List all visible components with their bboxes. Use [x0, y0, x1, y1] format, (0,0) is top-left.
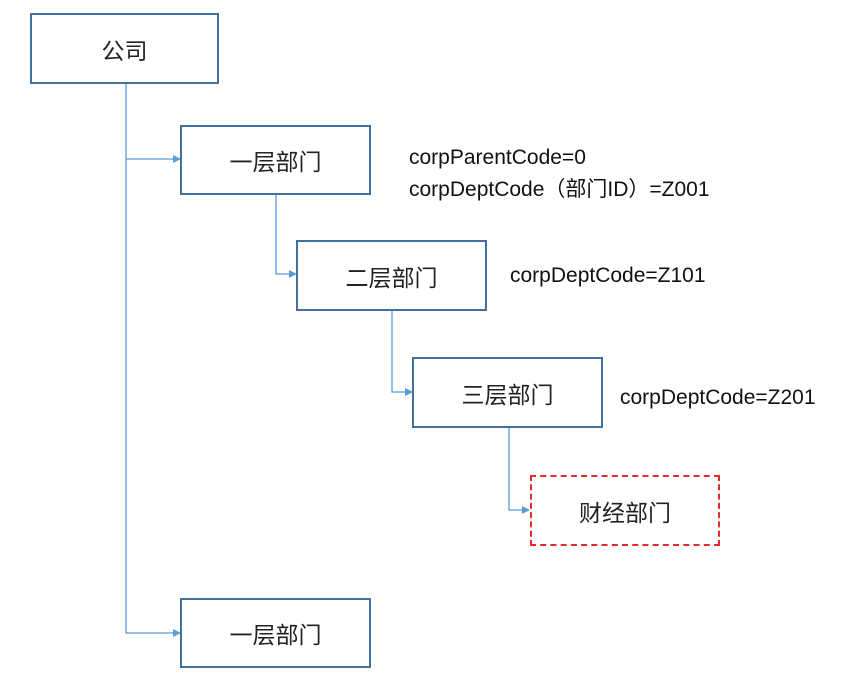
company-node: 公司: [30, 13, 219, 84]
level1-dept-code: corpDeptCode（部门ID）=Z001: [409, 178, 710, 201]
level3-node: 三层部门: [412, 357, 603, 428]
level1-note: corpParentCode=0 corpDeptCode（部门ID）=Z001: [409, 142, 710, 206]
connector-level2-to-level3: [391, 311, 413, 396]
level1-top-node: 一层部门: [180, 125, 371, 195]
level2-label: 二层部门: [345, 265, 438, 292]
finance-node: 财经部门: [530, 475, 720, 546]
level1-bottom-label: 一层部门: [229, 623, 322, 649]
level2-dept-code: corpDeptCode=Z101: [510, 264, 706, 287]
level3-dept-code: corpDeptCode=Z201: [620, 386, 816, 409]
level2-node: 二层部门: [296, 240, 487, 311]
connector-level3-to-finance: [508, 428, 530, 514]
connector-level1-to-level2: [275, 195, 297, 278]
finance-label: 财经部门: [579, 500, 671, 527]
level1-top-label: 一层部门: [229, 150, 322, 176]
company-label: 公司: [101, 38, 148, 65]
level3-note: corpDeptCode=Z201: [620, 382, 816, 414]
level1-bottom-node: 一层部门: [180, 598, 371, 668]
level1-parent-code: corpParentCode=0: [409, 146, 586, 169]
connector-company-to-level1-bottom: [125, 84, 181, 637]
level2-note: corpDeptCode=Z101: [510, 260, 706, 292]
level3-label: 三层部门: [461, 382, 554, 409]
